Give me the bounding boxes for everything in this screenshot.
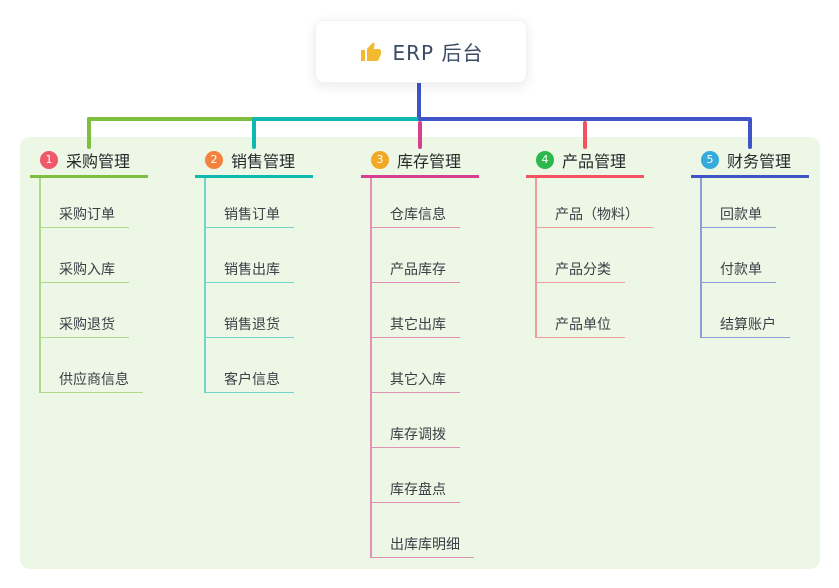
branch: 4 产品管理 产品（物料）产品分类产品单位 [526,137,653,338]
branch-child-item[interactable]: 产品（物料） [537,178,653,228]
branches-panel: 1 采购管理 采购订单采购入库采购退货供应商信息 2 销售管理 销售订单销售出库… [20,137,820,569]
branch-child-item[interactable]: 产品单位 [537,283,625,338]
branch-header[interactable]: 5 财务管理 [691,137,809,178]
branch-children-list: 销售订单销售出库销售退货客户信息 [204,178,294,393]
branch-label: 库存管理 [397,152,462,171]
connector-drop [418,121,422,149]
branch-child-item[interactable]: 仓库信息 [372,178,460,228]
branch-header[interactable]: 3 库存管理 [361,137,479,178]
branch-children-list: 仓库信息产品库存其它出库其它入库库存调拨库存盘点出库库明细 [370,178,474,558]
branch-number-badge: 1 [40,151,58,169]
branch-child-item[interactable]: 回款单 [702,178,776,228]
branch-child-item[interactable]: 销售出库 [206,228,294,283]
connector-trunk [417,80,421,121]
branch-child-item[interactable]: 采购退货 [41,283,129,338]
connector-bus-segment [418,117,750,121]
branch-header[interactable]: 1 采购管理 [30,137,148,178]
branch-child-item[interactable]: 其它入库 [372,338,460,393]
branch-label: 财务管理 [727,152,792,171]
branch: 2 销售管理 销售订单销售出库销售退货客户信息 [195,137,313,393]
branch-number-badge: 3 [371,151,389,169]
branch-child-item[interactable]: 出库库明细 [372,503,474,558]
branch: 1 采购管理 采购订单采购入库采购退货供应商信息 [30,137,148,393]
branch-children-list: 产品（物料）产品分类产品单位 [535,178,653,338]
connector-drop [583,121,587,149]
branch-child-item[interactable]: 其它出库 [372,283,460,338]
branch-children-list: 采购订单采购入库采购退货供应商信息 [39,178,143,393]
root-title: ERP 后台 [392,41,484,65]
branch-child-item[interactable]: 供应商信息 [41,338,143,393]
branch: 3 库存管理 仓库信息产品库存其它出库其它入库库存调拨库存盘点出库库明细 [361,137,479,558]
connector-drop [252,117,256,149]
branch-child-item[interactable]: 销售退货 [206,283,294,338]
connector-bus-segment [87,117,254,121]
branch: 5 财务管理 回款单付款单结算账户 [691,137,809,338]
branch-child-item[interactable]: 采购订单 [41,178,129,228]
branch-label: 采购管理 [66,152,131,171]
branch-header[interactable]: 4 产品管理 [526,137,644,178]
branch-children-list: 回款单付款单结算账户 [700,178,790,338]
root-node[interactable]: ERP 后台 [315,20,527,83]
branch-child-item[interactable]: 客户信息 [206,338,294,393]
connector-bus-segment [252,117,420,121]
branch-label: 产品管理 [562,152,627,171]
branch-child-item[interactable]: 库存盘点 [372,448,460,503]
branch-child-item[interactable]: 销售订单 [206,178,294,228]
thumbs-up-icon [360,41,381,61]
branch-header[interactable]: 2 销售管理 [195,137,313,178]
branch-label: 销售管理 [231,152,296,171]
connector-drop [87,117,91,149]
branch-number-badge: 5 [701,151,719,169]
branch-child-item[interactable]: 产品分类 [537,228,625,283]
branch-child-item[interactable]: 产品库存 [372,228,460,283]
connector-drop [748,117,752,149]
branch-child-item[interactable]: 结算账户 [702,283,790,338]
branch-number-badge: 2 [205,151,223,169]
branch-child-item[interactable]: 库存调拨 [372,393,460,448]
branch-child-item[interactable]: 采购入库 [41,228,129,283]
branch-number-badge: 4 [536,151,554,169]
branch-child-item[interactable]: 付款单 [702,228,776,283]
